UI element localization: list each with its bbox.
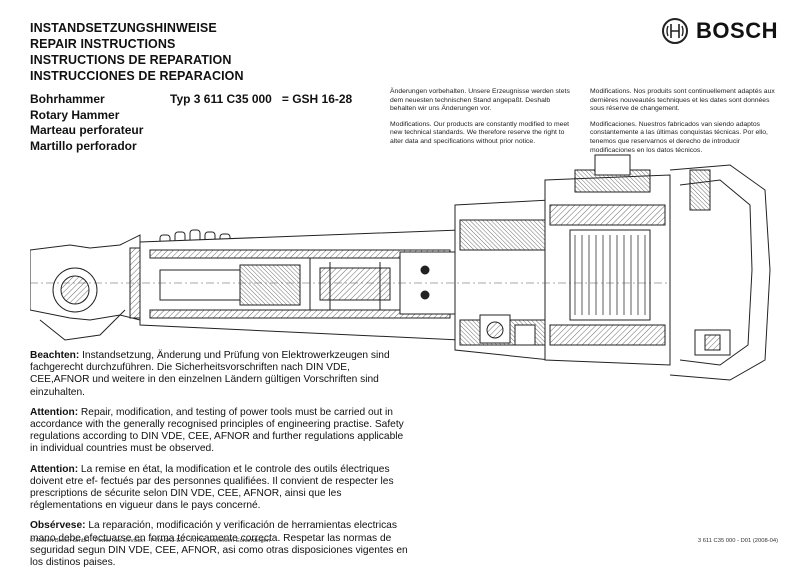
title-de: INSTANDSETZUNGSHINWEISE: [30, 21, 217, 35]
product-name-es: Martillo perforador: [30, 138, 137, 153]
text-es: La reparación, modificación y verificaci…: [30, 520, 408, 569]
note-es: Modificaciones. Nuestros fabricados van …: [590, 120, 768, 154]
text-fr: La remise en état, la modification et le…: [30, 463, 394, 512]
type-number: Typ 3 611 C35 000 = GSH 16-28: [170, 92, 353, 106]
tool-holder: [30, 234, 151, 341]
note-en: Modifications. Our products are constant…: [390, 120, 570, 145]
instruction-de: Beachten: Instandsetzung, Änderung und P…: [30, 350, 410, 399]
gear-housing: [454, 199, 551, 361]
product-name-fr: Marteau perforateur: [30, 123, 144, 137]
barrel-housing: [139, 229, 461, 341]
modification-notes-de-en: Änderungen vorbehalten. Unsere Erzeugnis…: [390, 88, 578, 154]
label-attention-en: Attention:: [30, 406, 79, 418]
footer-imprint: © Robert Bosch GmbH · PowerTool Devision…: [30, 538, 271, 544]
product-name-de: Bohrhammer: [30, 92, 105, 106]
logo-text: BOSCH: [696, 18, 778, 43]
bosch-armature-icon: [662, 18, 689, 44]
title-fr: INSTRUCTIONS DE REPARATION: [30, 53, 232, 67]
motor-armature: [544, 154, 671, 366]
text-de: Instandsetzung, Änderung und Prüfung von…: [30, 350, 390, 398]
rotary-hammer-cross-section: [30, 154, 771, 381]
instruction-en: Attention: Repair, modification, and tes…: [30, 407, 410, 456]
title-en: REPAIR INSTRUCTIONS: [30, 37, 176, 51]
bosch-logo: BOSCH: [662, 18, 778, 44]
text-en: Repair, modification, and testing of pow…: [30, 406, 404, 455]
footer-doc-id: 3 611 C35 000 - D01 (2008-04): [697, 538, 778, 544]
rear-handle: [669, 164, 771, 381]
note-fr: Modifications. Nos produits sont continu…: [590, 88, 775, 113]
title-es: INSTRUCCIONES DE REPARACION: [30, 69, 244, 83]
label-observese: Obsérvese:: [30, 520, 86, 532]
note-de: Änderungen vorbehalten. Unsere Erzeugnis…: [390, 88, 570, 113]
document-titles: INSTANDSETZUNGSHINWEISE REPAIR INSTRUCTI…: [30, 20, 244, 84]
label-beachten: Beachten:: [30, 350, 80, 361]
product-name-en: Rotary Hammer: [30, 107, 120, 122]
instruction-fr: Attention: La remise en état, la modific…: [30, 464, 410, 513]
product-names: Bohrhammer Rotary Hammer Marteau perfora…: [30, 92, 143, 154]
label-attention-fr: Attention:: [30, 463, 79, 475]
modification-notes-fr-es: Modifications. Nos produits sont continu…: [590, 88, 780, 162]
